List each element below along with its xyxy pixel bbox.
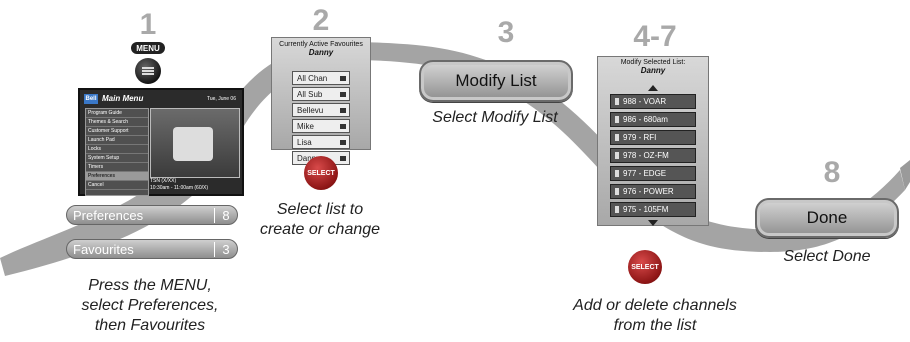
folder-icon bbox=[340, 155, 346, 161]
done-button[interactable]: Done bbox=[755, 198, 899, 238]
folder-icon bbox=[340, 139, 346, 145]
favourites-number: 3 bbox=[214, 241, 237, 257]
menu-key: MENU bbox=[131, 42, 165, 54]
main-menu-screen: Bell Main Menu Tue, June 06 Program Guid… bbox=[78, 88, 244, 196]
modify-panel-title: Modify Selected List: bbox=[620, 59, 686, 66]
menu-item[interactable]: Themes & Search bbox=[86, 118, 148, 127]
step-1-number: 1 bbox=[139, 8, 157, 41]
folder-icon bbox=[340, 123, 346, 129]
preferences-number: 8 bbox=[214, 207, 237, 223]
channel-list: 988 - VOAR 986 - 680am 979 - RFI 978 - OZ-F… bbox=[598, 94, 708, 217]
step-8-number: 8 bbox=[823, 156, 841, 189]
favourites-panel-title: Currently Active Favourites bbox=[279, 41, 363, 48]
step-4-7-number: 4-7 bbox=[633, 20, 677, 53]
favourite-list-label: Mike bbox=[297, 121, 314, 131]
menu-item[interactable]: Preferences bbox=[86, 172, 148, 181]
folder-icon bbox=[340, 107, 346, 113]
favourites-panel: Currently Active Favourites Danny All Ch… bbox=[271, 37, 371, 165]
select-button-2[interactable]: SELECT bbox=[628, 250, 662, 284]
menu-screen-date: Tue, June 06 bbox=[206, 96, 236, 102]
favourite-list-label: All Sub bbox=[297, 89, 323, 99]
modify-list-button[interactable]: Modify List bbox=[419, 60, 573, 102]
channel-item[interactable]: 977 - EDGE bbox=[610, 166, 696, 181]
favourite-list-label: Danny bbox=[297, 153, 321, 163]
favourite-list-item[interactable]: Mike bbox=[292, 119, 350, 133]
favourite-list-item[interactable]: All Chan bbox=[292, 71, 350, 85]
folder-icon bbox=[340, 75, 346, 81]
favourites-button[interactable]: Favourites 3 bbox=[66, 239, 238, 259]
channel-label: 977 - EDGE bbox=[623, 169, 667, 178]
modify-panel-subtitle: Danny bbox=[640, 66, 666, 75]
preferences-label: Preferences bbox=[73, 207, 144, 223]
step-4-7-caption: Add or delete channels from the list bbox=[573, 297, 737, 334]
step-1-caption: Press the MENU, select Preferences, then… bbox=[81, 277, 219, 334]
folder-icon bbox=[340, 91, 346, 97]
bell-logo: Bell bbox=[84, 94, 98, 104]
preview-window bbox=[150, 108, 240, 178]
menu-item[interactable]: Cancel bbox=[86, 181, 148, 190]
ribbon-end bbox=[900, 160, 910, 190]
favourite-list-item[interactable]: Lisa bbox=[292, 135, 350, 149]
channel-item[interactable]: 979 - RFI bbox=[610, 130, 696, 145]
channel-icon bbox=[615, 188, 619, 195]
channel-item[interactable]: 978 - OZ-FM bbox=[610, 148, 696, 163]
step-2-number: 2 bbox=[312, 4, 330, 37]
favourite-list-label: Lisa bbox=[297, 137, 312, 147]
step-3-number: 3 bbox=[497, 16, 515, 49]
preferences-button[interactable]: Preferences 8 bbox=[66, 205, 238, 225]
step-3-caption: Select Modify List bbox=[432, 109, 558, 126]
channel-item[interactable]: 976 - POWER bbox=[610, 184, 696, 199]
channel-icon bbox=[615, 152, 619, 159]
channel-label: 976 - POWER bbox=[623, 187, 674, 196]
menu-item[interactable]: System Setup bbox=[86, 154, 148, 163]
favourite-list-label: Bellevu bbox=[297, 105, 324, 115]
channel-label: 978 - OZ-FM bbox=[623, 151, 669, 160]
channel-icon bbox=[615, 206, 619, 213]
favourite-list-item[interactable]: Bellevu bbox=[292, 103, 350, 117]
channel-item[interactable]: 986 - 680am bbox=[610, 112, 696, 127]
step-8-caption: Select Done bbox=[783, 248, 871, 265]
select-button-1[interactable]: SELECT bbox=[304, 156, 338, 190]
channel-label: 975 - 105FM bbox=[623, 205, 669, 214]
favourites-label: Favourites bbox=[73, 241, 134, 257]
channel-label: 986 - 680am bbox=[623, 115, 668, 124]
menu-screen-title: Main Menu bbox=[102, 94, 144, 103]
channel-item[interactable]: 975 - 105FM bbox=[610, 202, 696, 217]
channel-label: 979 - RFI bbox=[623, 133, 657, 142]
favourites-panel-subtitle: Danny bbox=[308, 48, 334, 57]
menu-item[interactable]: Launch Pad bbox=[86, 136, 148, 145]
menu-item[interactable]: Locks bbox=[86, 145, 148, 154]
preview-time: 10:30am - 11:00am (60/X) bbox=[150, 185, 208, 191]
favourite-list-item[interactable]: All Sub bbox=[292, 87, 350, 101]
channel-icon bbox=[615, 98, 619, 105]
menu-item[interactable]: Customer Support bbox=[86, 127, 148, 136]
favourite-list-label: All Chan bbox=[297, 73, 328, 83]
menu-item[interactable]: Program Guide bbox=[86, 109, 148, 118]
menu-button-icon bbox=[135, 58, 161, 84]
channel-label: 988 - VOAR bbox=[623, 97, 667, 106]
channel-item[interactable]: 988 - VOAR bbox=[610, 94, 696, 109]
scroll-down-icon[interactable] bbox=[648, 220, 658, 226]
scroll-up-icon[interactable] bbox=[648, 85, 658, 91]
channel-icon bbox=[615, 116, 619, 123]
step-2-caption: Select list to create or change bbox=[259, 201, 381, 238]
channel-icon bbox=[615, 134, 619, 141]
channel-icon bbox=[615, 170, 619, 177]
preview-channel: TSN (X/XX) bbox=[150, 178, 177, 184]
menu-item[interactable]: Timers bbox=[86, 163, 148, 172]
